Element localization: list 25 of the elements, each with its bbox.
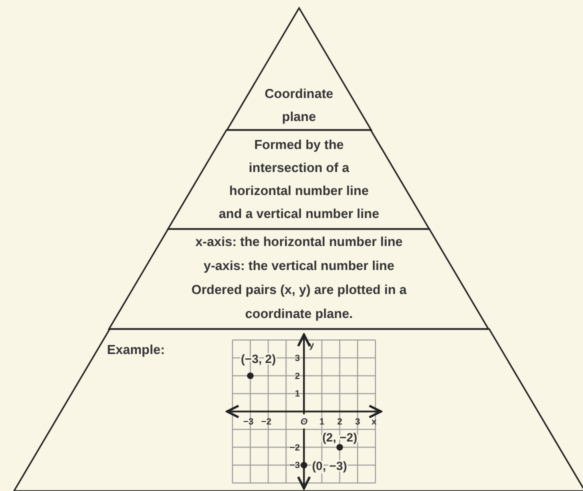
tick-label: −2	[260, 416, 271, 426]
tick-label: 3	[354, 416, 360, 426]
tick-label: 1	[294, 388, 300, 399]
tick-label: −3	[289, 460, 300, 470]
tier-text: x-axis: the horizontal number line	[194, 233, 404, 251]
tier-text: y-axis: the vertical number line	[202, 257, 396, 275]
pyramid-tier	[14, 329, 583, 491]
tier-text: Formed by the intersection of a horizontal number line and a vertical number line	[218, 136, 380, 223]
point-label: (0, −3)	[312, 459, 347, 474]
tick-label: 1	[318, 416, 324, 426]
example-label: Example:	[106, 341, 166, 359]
tick-label: −3	[242, 416, 253, 426]
point-label: (−3, 2)	[240, 352, 276, 366]
tick-label: 2	[294, 370, 300, 381]
point-label: (2, −2)	[322, 430, 357, 444]
tier-text: Coordinate plane	[264, 85, 334, 126]
pyramid-tier	[109, 229, 489, 329]
tick-label: 2	[336, 416, 342, 426]
axis-label: x	[371, 416, 376, 426]
tick-label: −2	[289, 442, 300, 452]
tick-label: 3	[294, 352, 300, 363]
pyramid-tier	[226, 8, 372, 130]
axis-label: y	[308, 340, 314, 350]
pyramid-tier	[168, 130, 430, 229]
tier-text: Ordered pairs (x, y) are plotted in a coordinate plane.	[190, 281, 408, 323]
